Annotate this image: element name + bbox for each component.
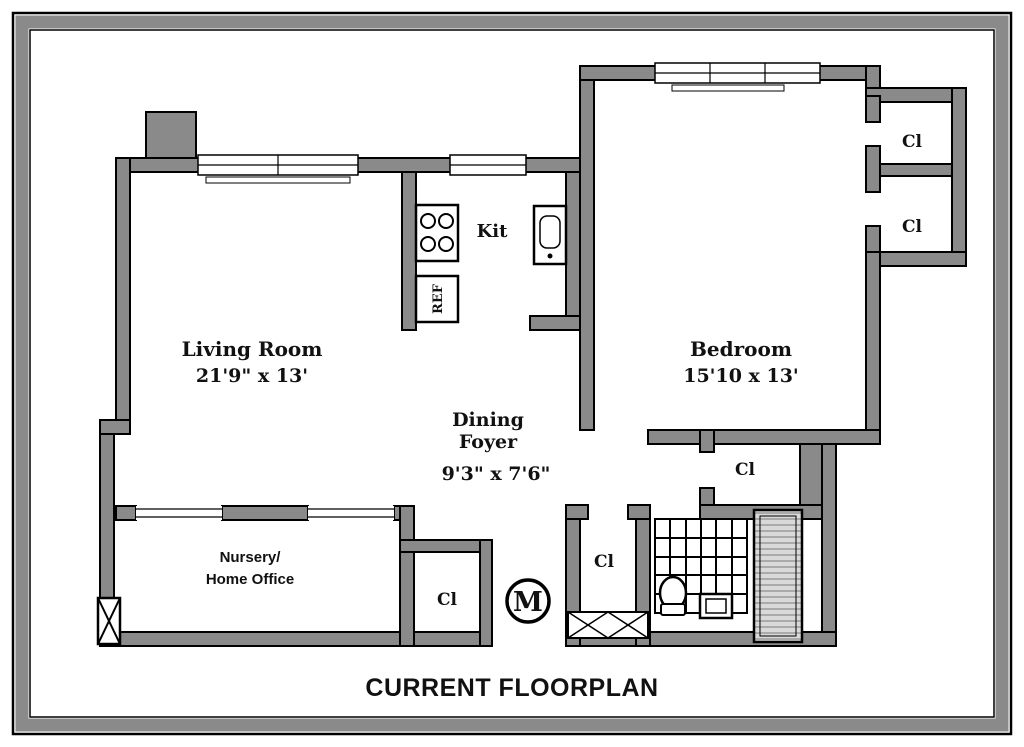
elevator-label: M [513,587,543,618]
pipe-column-icon [96,596,122,646]
closet-label-3: Cl [735,460,756,480]
bedroom-window [654,62,821,92]
living-room-label: Living Room [182,337,323,361]
living-room-window [197,154,359,184]
bedroom-dims: 15'10 x 13' [683,365,799,387]
wall-segment [865,145,881,193]
kitchen-window [449,154,527,176]
wall-segment [877,163,953,177]
wall-segment [699,429,715,453]
refrigerator-icon: REF [414,274,460,324]
bedroom-label: Bedroom [690,337,792,361]
wall-segment [865,95,881,123]
wall-segment [399,505,415,647]
nursery-opening-right [308,506,394,520]
closet-label-1: Cl [902,132,923,152]
frame-gray-band [15,15,1009,732]
wall-segment [565,504,589,520]
wall-segment [479,539,493,647]
wall-segment [865,251,881,445]
room-labels: Living Room 21'9" x 13' Kit Bedroom 15'1… [182,132,923,610]
wall-segment [627,504,651,520]
wall-segment [579,65,595,431]
elevator-marker: M [505,578,551,624]
kitchen-label: Kit [477,221,508,242]
wall-segment [565,171,581,331]
floorplan-title: CURRENT FLOORPLAN [365,674,658,702]
kitchen-sink-icon [532,204,568,266]
fixtures: REF [96,203,804,646]
bathroom-sink-icon [698,592,734,620]
nursery-opening-left [136,506,222,520]
wall-segment [99,631,493,647]
nursery-label-line1: Nursery/ [220,549,282,566]
bathtub-icon [752,508,804,644]
stove-icon [414,203,460,263]
dining-foyer-dims: 9'3" x 7'6" [442,463,551,485]
wall-segment [879,251,967,267]
windows [136,62,821,520]
closet-label-2: Cl [902,217,923,237]
wall-segment [115,505,137,521]
closet-label-4: Cl [594,552,615,572]
vent-shaft-icon [567,611,649,639]
dining-foyer-label-line1: Dining [452,409,524,431]
wall-segment [401,171,417,331]
wall-segment [145,111,197,163]
wall-segment [99,419,131,435]
wall-segment [529,315,581,331]
wall-segment [821,443,837,647]
nursery-label-line2: Home Office [206,571,294,588]
dining-foyer-label-line2: Foyer [459,431,518,453]
closet-label-5: Cl [437,590,458,610]
wall-segment [951,87,967,267]
wall-segment [647,429,881,445]
wall-segment [115,157,131,435]
living-room-dims: 21'9" x 13' [196,365,308,387]
frame-inner-line [29,29,995,718]
toilet-icon [658,575,688,616]
refrigerator-label: REF [431,283,446,314]
wall-segment [221,505,309,521]
wall-segment [399,539,493,553]
